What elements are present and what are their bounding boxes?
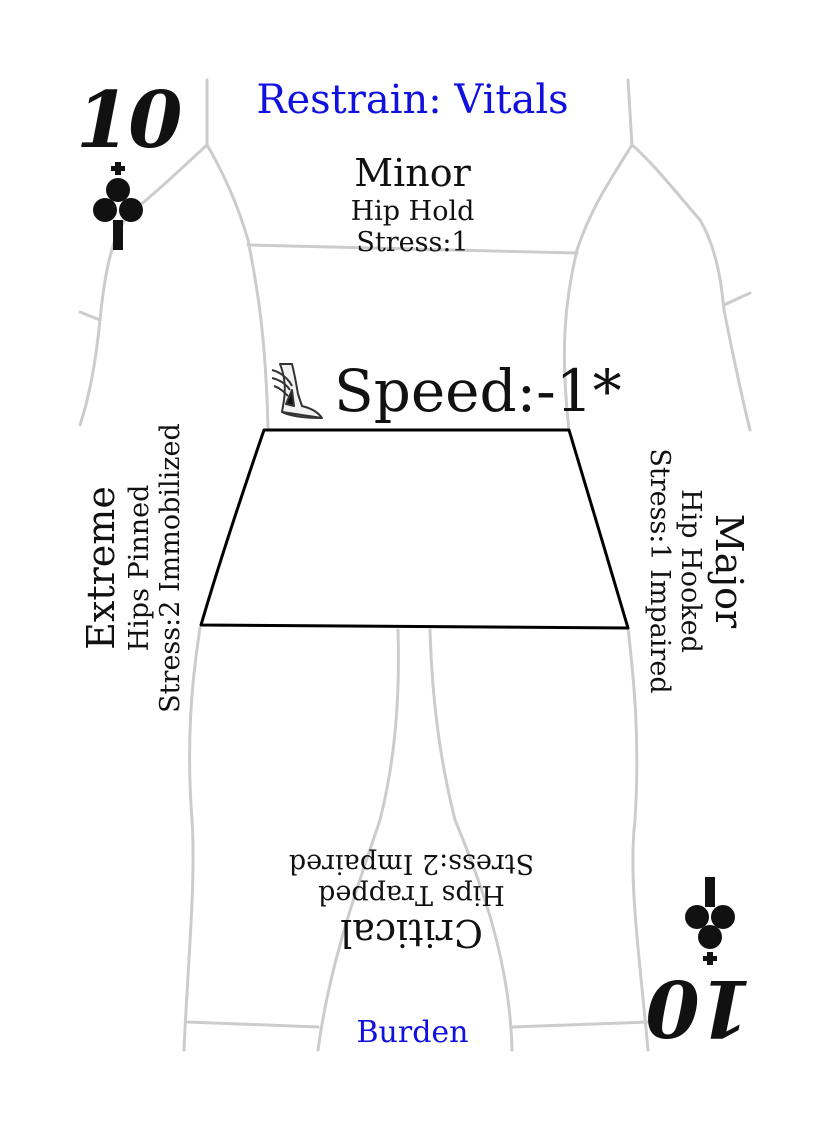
club-icon (93, 162, 143, 250)
critical-effect: Hips Trapped (318, 879, 505, 911)
major-stress: Stress:1 Impaired (644, 448, 676, 694)
rank-top-left: 10 (76, 75, 183, 166)
extreme-stress: Stress:2 Immobilized (154, 423, 186, 713)
speed-label: Speed:-1* (334, 357, 622, 425)
major-block: Major Hip Hooked Stress:1 Impaired (644, 371, 751, 771)
critical-severity: Critical (340, 911, 483, 955)
card-footer: Burden (356, 1015, 469, 1050)
critical-stress: Stress:2 Impaired (288, 848, 535, 880)
minor-severity: Minor (354, 151, 471, 195)
extreme-effect: Hips Pinned (123, 484, 155, 652)
critical-block: Critical Hips Trapped Stress:2 Impaired (0, 848, 824, 955)
speed-modifier: Speed:-1* (270, 356, 622, 426)
card-title: Restrain: Vitals (256, 77, 569, 123)
major-severity: Major (707, 513, 751, 629)
major-effect: Hip Hooked (675, 489, 707, 653)
minor-block: Minor Hip Hold Stress:1 (0, 151, 825, 258)
minor-effect: Hip Hold (350, 195, 475, 227)
extreme-block: Extreme Hips Pinned Stress:2 Immobilized (79, 368, 186, 768)
hip-target-zone (199, 428, 630, 630)
club-icon (685, 877, 735, 965)
winged-boot-icon (271, 363, 323, 419)
extreme-severity: Extreme (79, 486, 123, 650)
minor-stress: Stress:1 (356, 226, 469, 258)
